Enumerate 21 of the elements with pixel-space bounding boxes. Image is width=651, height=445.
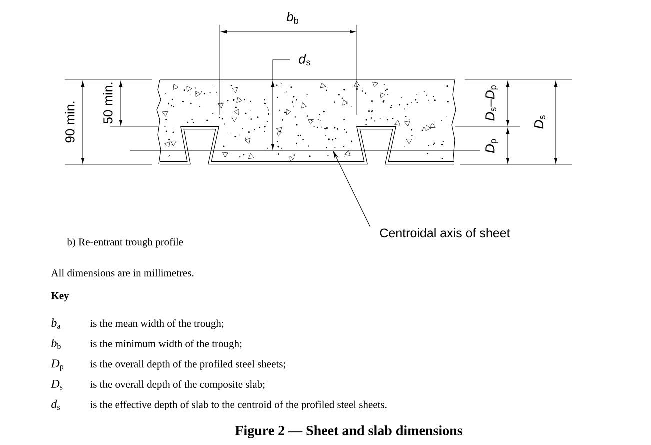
key-text: is the overall depth of the composite slab; [90, 380, 265, 390]
dimension-label: 50 min. [103, 82, 113, 124]
dimension-label: D$_{s}$–D$_{p}$ [486, 86, 498, 121]
key-symbol: d$_{s}$ [52, 400, 60, 410]
key-text: is the mean width of the trough; [90, 320, 224, 330]
key-symbol: D$_{p}$ [51, 360, 64, 372]
key-text: is the overall depth of the profiled steel sheets; [90, 360, 286, 370]
note: All dimensions are in millimetres. [51, 269, 194, 277]
key-symbol: b$_{a}$ [52, 318, 61, 329]
dimension-label: D$_{s}$ [534, 116, 546, 129]
key-symbol: b$_{b}$ [52, 338, 61, 350]
dimension-label: 90 min. [65, 102, 75, 143]
key-text: is the minimum width of the trough; [90, 340, 242, 350]
key-symbol: D$_{s}$ [51, 380, 63, 390]
callout-text: Centroidal axis of sheet [380, 228, 510, 238]
subfigure-label: b) Re-entrant trough profile [67, 238, 184, 248]
dimension-label: b$_{b}$ [286, 12, 298, 24]
dimension-label: d$_{s}$ [299, 54, 310, 66]
key-text: is the effective depth of slab to the centroid of the profiled steel sheets. [90, 400, 387, 410]
figure-caption: Figure 2 — Sheet and slab dimensions [235, 426, 462, 438]
key-heading: Key [51, 292, 70, 302]
